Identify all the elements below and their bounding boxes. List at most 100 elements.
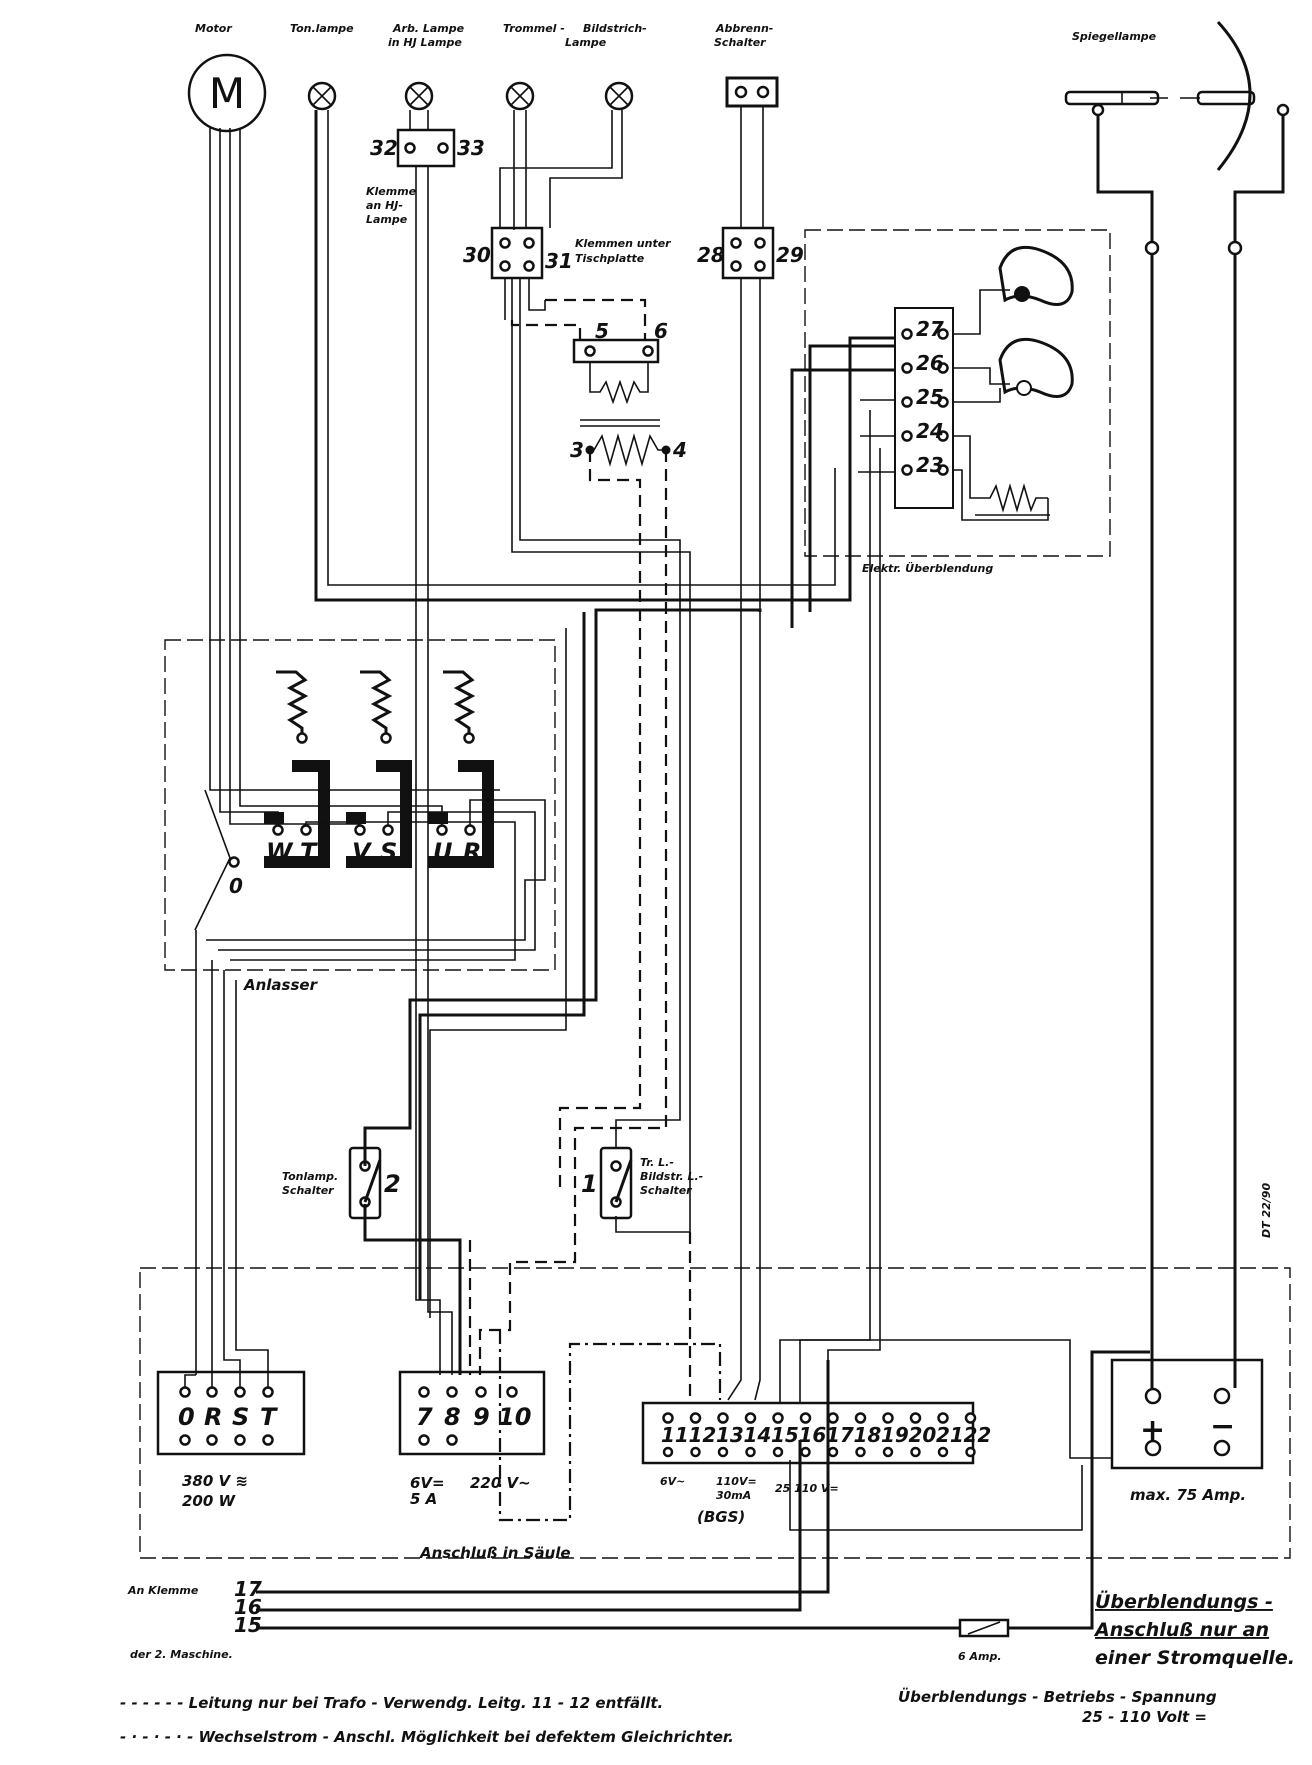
strip-11-22-bottom-dot — [882, 1446, 894, 1458]
strip-11-22-terminal: 14 — [744, 1423, 772, 1447]
terminal-S: S — [380, 838, 397, 866]
max-amp: max. 75 Amp. — [1130, 1486, 1246, 1504]
strip-11-22-top-dot — [882, 1412, 894, 1424]
strip-11-22 — [641, 1401, 975, 1465]
strip-11-22-bottom-dot — [965, 1446, 976, 1458]
strip-11-22-bottom-dot — [827, 1446, 839, 1458]
strip-orst-T: T — [260, 1403, 278, 1431]
label-klemmen-unter-1: Klemmen unter — [575, 237, 671, 250]
strip-11-22-bottom-dot — [690, 1446, 701, 1458]
spec-380: 380 V ≋ — [182, 1472, 248, 1490]
terminal-W: W — [266, 838, 294, 866]
strip-11-22-bottom-dot — [717, 1446, 729, 1458]
label-der-2-maschine: der 2. Maschine. — [130, 1648, 233, 1661]
strip-7-10 — [398, 1370, 546, 1456]
strip-orst-0: 0 — [178, 1403, 195, 1431]
strip-11-22-top-dot — [799, 1412, 812, 1424]
spec-200w: 200 W — [182, 1492, 237, 1510]
term-15: 15 — [234, 1613, 262, 1637]
lamp-arb-lampe — [404, 81, 434, 111]
strip-11-22-top-dot — [772, 1412, 784, 1424]
strip-11-22-terminal: 18 — [854, 1423, 882, 1447]
strip-11-22-terminal: 13 — [716, 1423, 744, 1447]
strip-11-22-terminal: 19 — [881, 1423, 909, 1447]
strip-11-22-dots — [662, 1412, 977, 1458]
spec-30ma: 30mA — [716, 1489, 751, 1502]
drawing-number: DT 22/90 — [1260, 1183, 1273, 1238]
strip-orst-S: S — [232, 1403, 249, 1431]
spec-6vac: 6V~ — [660, 1475, 685, 1488]
strip-11-22-terminal: 17 — [826, 1423, 854, 1447]
strip-11-22-bottom-dot — [800, 1446, 811, 1458]
strip-11-22-top-dot — [689, 1412, 702, 1424]
battery-plus: + — [1140, 1413, 1165, 1448]
spec-bgs: (BGS) — [697, 1508, 745, 1526]
battery-minus: − — [1210, 1409, 1235, 1444]
label-arb-lampe-2: in HJ Lampe — [388, 36, 462, 49]
label-trommel-2: Lampe — [565, 36, 607, 49]
note-ueberbl-2: Anschluß nur an — [1093, 1619, 1269, 1641]
terminal-R: R — [463, 838, 481, 866]
terminal-6: 6 — [654, 319, 668, 343]
legend-dash: - - - - - - Leitung nur bei Trafo - Verw… — [120, 1694, 663, 1712]
lamp-tonlampe — [307, 81, 337, 111]
strip-11-22-terminal: 15 — [771, 1423, 799, 1447]
terminal-25: 25 — [916, 385, 944, 409]
strip-11-22-terminal: 11 — [661, 1423, 689, 1447]
anlasser-bar-1 — [264, 760, 330, 868]
ueberblendung-box — [804, 229, 1111, 557]
label-bildstrich: Bildstrich- — [583, 22, 647, 35]
terminal-T: T — [300, 838, 318, 866]
terminal-zero: 0 — [229, 874, 243, 898]
label-ueberblendung: Elektr. Überblendung — [862, 561, 993, 575]
strip-11-22-terminal: 20 — [909, 1423, 937, 1447]
terminal-U: U — [433, 838, 453, 866]
label-abbrenn-2: Schalter — [714, 36, 766, 49]
label-motor: Motor — [195, 22, 232, 35]
strip-11-22-bottom-dot — [662, 1446, 674, 1458]
label-trl-schalter-2: Bildstr. L.- — [640, 1170, 703, 1183]
legend-dashdot: - · - · - · - Wechselstrom - Anschl. Mög… — [120, 1728, 734, 1746]
strip-11-22-top-dot — [909, 1412, 922, 1424]
terminal-3: 3 — [570, 438, 584, 462]
strip-11-22-terminal: 16 — [799, 1423, 827, 1447]
label-arb-lampe-1: Arb. Lampe — [392, 22, 465, 35]
strip-orst-R: R — [204, 1403, 222, 1431]
klemme-30-31 — [490, 226, 544, 280]
trl-bildstr-schalter — [599, 1146, 633, 1220]
strip-8: 8 — [444, 1403, 461, 1431]
label-trl-schalter-1: Tr. L.- — [640, 1156, 674, 1169]
klemme-28-29 — [721, 226, 775, 280]
terminal-23: 23 — [916, 453, 944, 477]
terminal-29: 29 — [776, 243, 804, 267]
label-klemme-3: Lampe — [366, 213, 408, 226]
label-klemme-2: an HJ- — [366, 199, 403, 212]
betrieb-1: Überblendungs - Betriebs - Spannung — [898, 1687, 1217, 1706]
strip-11-22-bottom-dot — [772, 1446, 784, 1458]
spec-110v: 110V= — [716, 1475, 757, 1488]
strip-11-22-top-dot — [744, 1412, 757, 1424]
mercury-switch-1 — [998, 245, 1074, 306]
terminal-26: 26 — [916, 351, 944, 375]
label-an-klemme: An Klemme — [127, 1584, 199, 1597]
anlasser-box — [164, 639, 556, 971]
strip-11-22-terminal: 22 — [964, 1423, 992, 1447]
battery-box — [1110, 1358, 1264, 1470]
strip-11-22-top-dot — [662, 1412, 674, 1424]
strip-11-22-top-dot — [717, 1412, 729, 1424]
strip-11-22-bottom-dot — [937, 1446, 949, 1458]
spec-5a: 5 A — [410, 1490, 437, 1508]
ueberblendung-terminal-block — [894, 307, 954, 509]
betrieb-2: 25 - 110 Volt = — [1082, 1708, 1207, 1726]
strip-9: 9 — [473, 1403, 490, 1431]
strip-orst — [156, 1370, 306, 1456]
anlasser-bar-2 — [346, 760, 412, 868]
motor-symbol — [187, 53, 267, 133]
terminal-28: 28 — [697, 243, 725, 267]
lamp-trommel — [505, 81, 535, 111]
strip-11-22-bottom-dot — [855, 1446, 866, 1458]
terminal-31: 31 — [545, 249, 573, 273]
label-trommel-1: Trommel - — [503, 22, 565, 35]
fuse-label: 6 Amp. — [958, 1650, 1002, 1663]
